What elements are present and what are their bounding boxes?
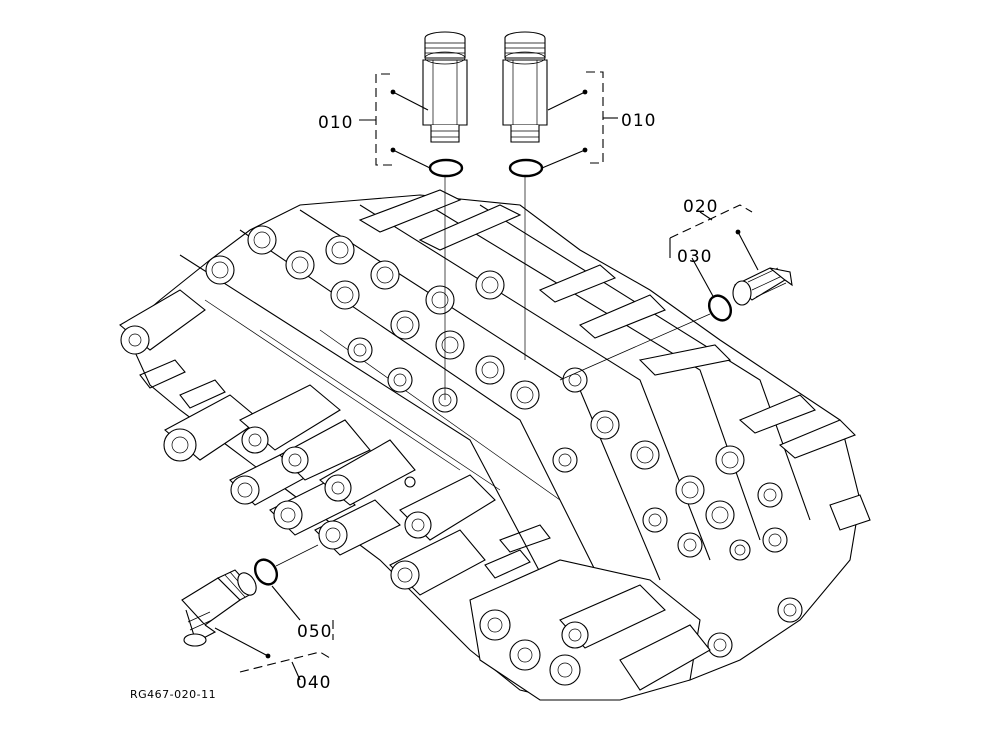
callout-040: 040 [296, 673, 331, 693]
o-ring-050 [253, 558, 279, 586]
plug-fitting-020 [732, 267, 793, 306]
callout-010-left: 010 [318, 113, 353, 133]
callout-030: 030 [677, 247, 712, 267]
leader-010-right [541, 71, 618, 169]
o-ring-right [508, 158, 544, 178]
leader-020-030 [669, 204, 759, 299]
leader-040-050 [214, 585, 334, 681]
front-spools [119, 289, 496, 596]
callout-010-right: 010 [621, 111, 656, 131]
drawing-code: RG467-020-11 [130, 688, 216, 701]
upper-ports [205, 225, 803, 673]
o-ring-030 [707, 294, 733, 322]
relief-valve-right [502, 31, 548, 143]
control-valve-assembly [119, 189, 871, 701]
top-spools [358, 189, 871, 531]
elbow-fitting-040 [181, 569, 257, 647]
o-ring-left [428, 158, 464, 178]
callout-050: 050 [297, 622, 332, 642]
leader-010-left [359, 73, 431, 169]
relief-valve-left [422, 31, 468, 143]
callout-020: 020 [683, 197, 718, 217]
